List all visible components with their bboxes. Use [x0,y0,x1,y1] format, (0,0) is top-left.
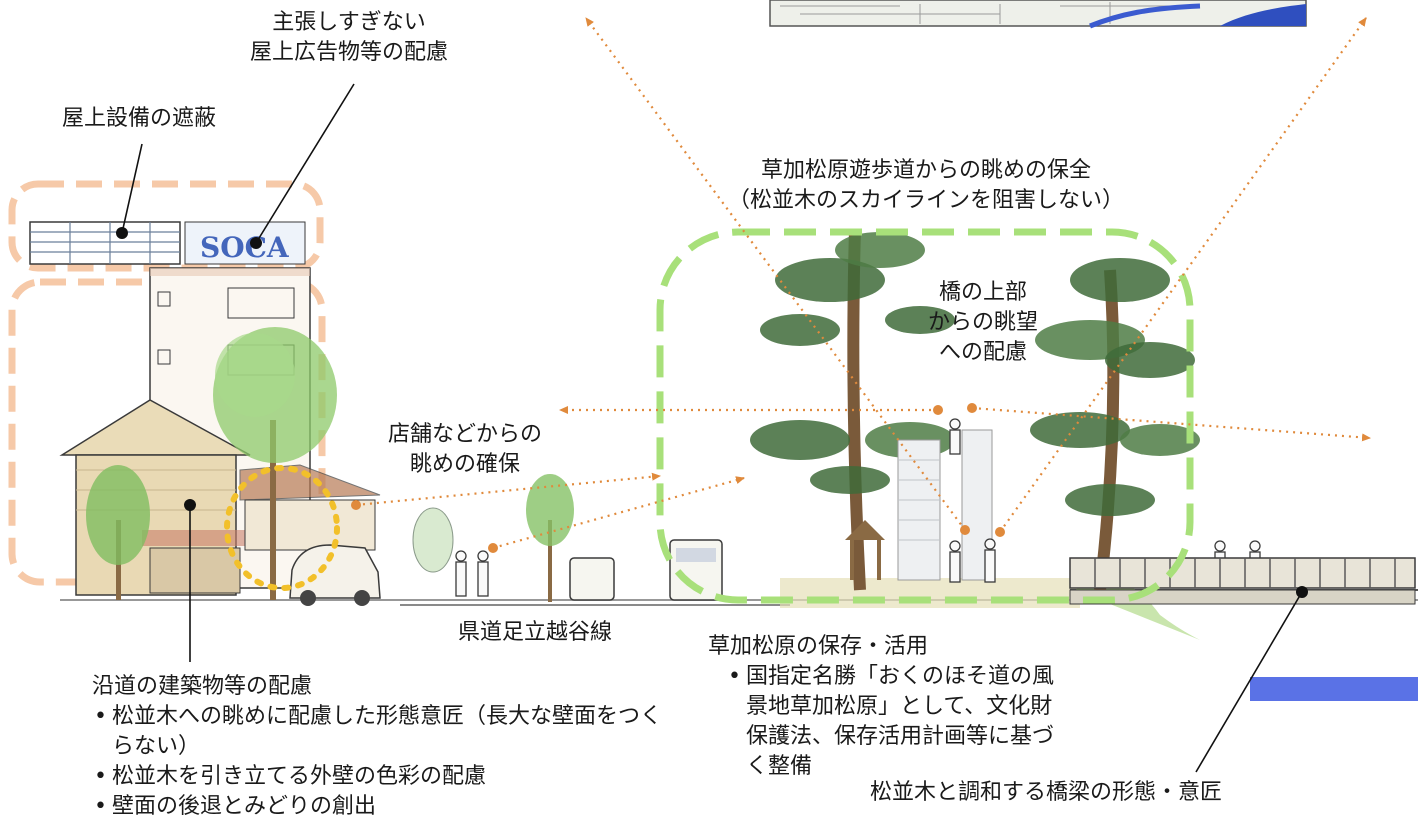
label-road-name: 県道足立越谷線 [458,620,613,645]
pine-trees [750,229,1200,591]
label-rooftop-screening: 屋上設備の遮蔽 [62,106,217,131]
label-bridge-design: 松並木と調和する橋梁の形態・意匠 [870,780,1223,805]
matsubara-block: 草加松原の保存・活用 国指定名勝「おくのほそ道の風景地草加松原」として、文化財保… [708,632,1088,782]
label-rooftop-ads: 主張しすぎない 屋上広告物等の配慮 [250,8,448,68]
rooftop-sign-text: SOCA [200,231,290,264]
label-bridge-view-line1: 橋の上部 [939,280,1028,305]
leader-lines [121,83,1303,773]
label-view-preservation-line1: 草加松原遊歩道からの眺めの保全 [761,158,1092,183]
viewpoints [351,403,1005,553]
label-bridge-view-line3: への配慮 [939,340,1028,365]
label-bridge-view: 橋の上部 からの眺望 への配慮 [928,278,1038,368]
label-bridge-view-line2: からの眺望 [928,310,1039,335]
matsubara-title: 草加松原の保存・活用 [708,634,929,659]
building-consideration-item: 壁面の後退とみどりの創出 [92,792,692,822]
label-rooftop-ads-line2: 屋上広告物等の配慮 [250,40,449,65]
sightline-arrows [355,17,1371,550]
label-view-preservation: 草加松原遊歩道からの眺めの保全 （松並木のスカイラインを阻害しない） [728,156,1124,216]
pedestrians [455,418,1261,597]
label-shop-view-line1: 店舗などからの [388,422,543,447]
building-consideration-block: 沿道の建築物等の配慮 松並木への眺めに配慮した形態意匠（長大な壁面をつくらない）… [92,672,692,822]
map-inset [769,0,1307,29]
street-trees [86,327,574,602]
label-rooftop-ads-line1: 主張しすぎない [272,10,426,35]
label-shop-view-line2: 眺めの確保 [410,452,521,477]
shop-view-frame [224,465,340,591]
monument [845,429,993,581]
bridge-railing [1069,557,1416,605]
label-view-preservation-line2: （松並木のスカイラインを阻害しない） [728,188,1125,213]
building-consideration-item: 松並木への眺めに配慮した形態意匠（長大な壁面をつくらない） [92,702,682,762]
building-consideration-item: 松並木を引き立てる外壁の色彩の配慮 [92,762,692,792]
vehicles [569,539,723,601]
matsubara-item: 国指定名勝「おくのほそ道の風景地草加松原」として、文化財保護法、保存活用計画等に… [726,662,1066,782]
leader-dots [116,227,1308,598]
building-consideration-title: 沿道の建築物等の配慮 [92,674,313,699]
view-preservation-frame [656,228,1194,604]
label-shop-view: 店舗などからの 眺めの確保 [388,420,542,480]
river [1250,677,1418,701]
car [289,544,381,606]
